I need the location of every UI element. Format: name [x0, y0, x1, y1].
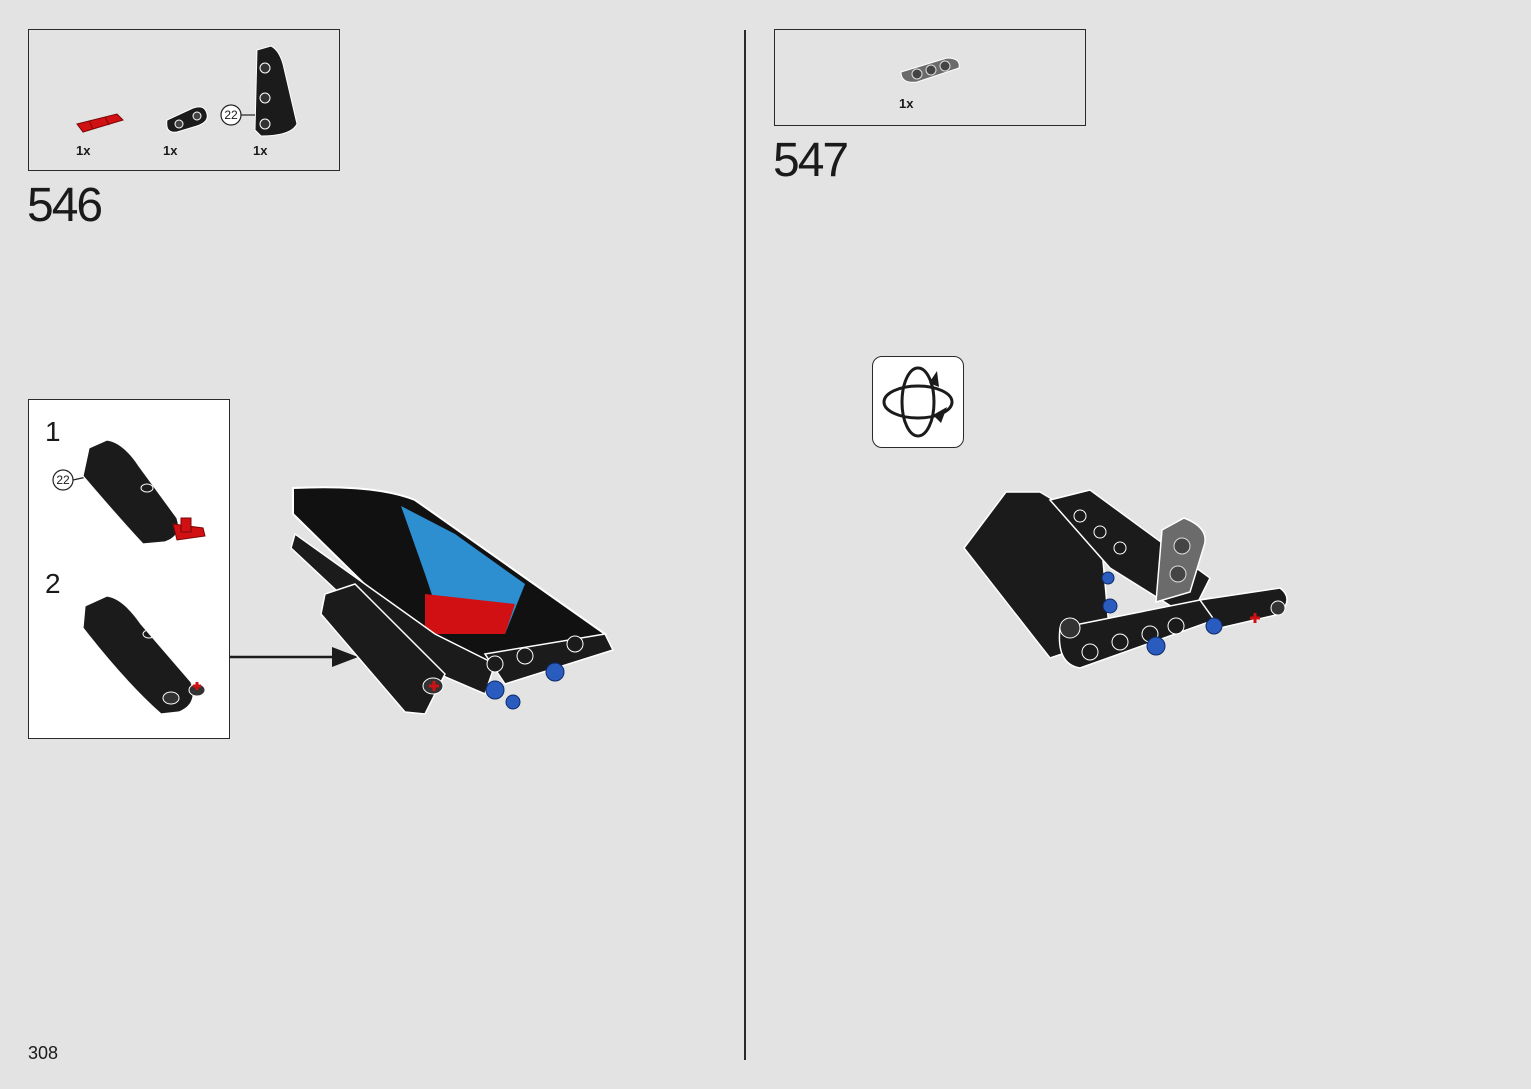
- page-number: 308: [28, 1043, 59, 1063]
- part-qty: 1x: [253, 143, 268, 158]
- gray-three-hole-beam-icon: [900, 57, 960, 83]
- callout-number: 22: [224, 108, 238, 122]
- callout-number: 22: [56, 473, 70, 487]
- model-step-546: [290, 486, 615, 715]
- black-beam-connector-icon: [166, 106, 208, 133]
- page-divider: [744, 30, 746, 1060]
- parts-list-546: 1x 1x 22 1x: [28, 29, 340, 171]
- part-qty: 1x: [899, 96, 914, 111]
- rotate-model-icon: [872, 356, 964, 448]
- black-panel-icon: [254, 45, 298, 137]
- panel-with-pin-icon: [82, 439, 206, 545]
- panel-with-connector-icon: [82, 595, 206, 715]
- parts-list-547: 1x: [774, 29, 1086, 126]
- subassembly-box: 1 22 2: [28, 399, 230, 739]
- model-step-547: [963, 489, 1288, 669]
- callout-22-icon: [220, 104, 255, 126]
- red-axle-pin-icon: [76, 113, 124, 133]
- step-number-547: 547: [773, 134, 849, 187]
- arrow-icon: [230, 647, 358, 667]
- step-number-546: 546: [27, 179, 103, 232]
- substep-number: 2: [45, 568, 61, 599]
- substep-number: 1: [45, 416, 61, 447]
- part-qty: 1x: [163, 143, 178, 158]
- part-qty: 1x: [76, 143, 91, 158]
